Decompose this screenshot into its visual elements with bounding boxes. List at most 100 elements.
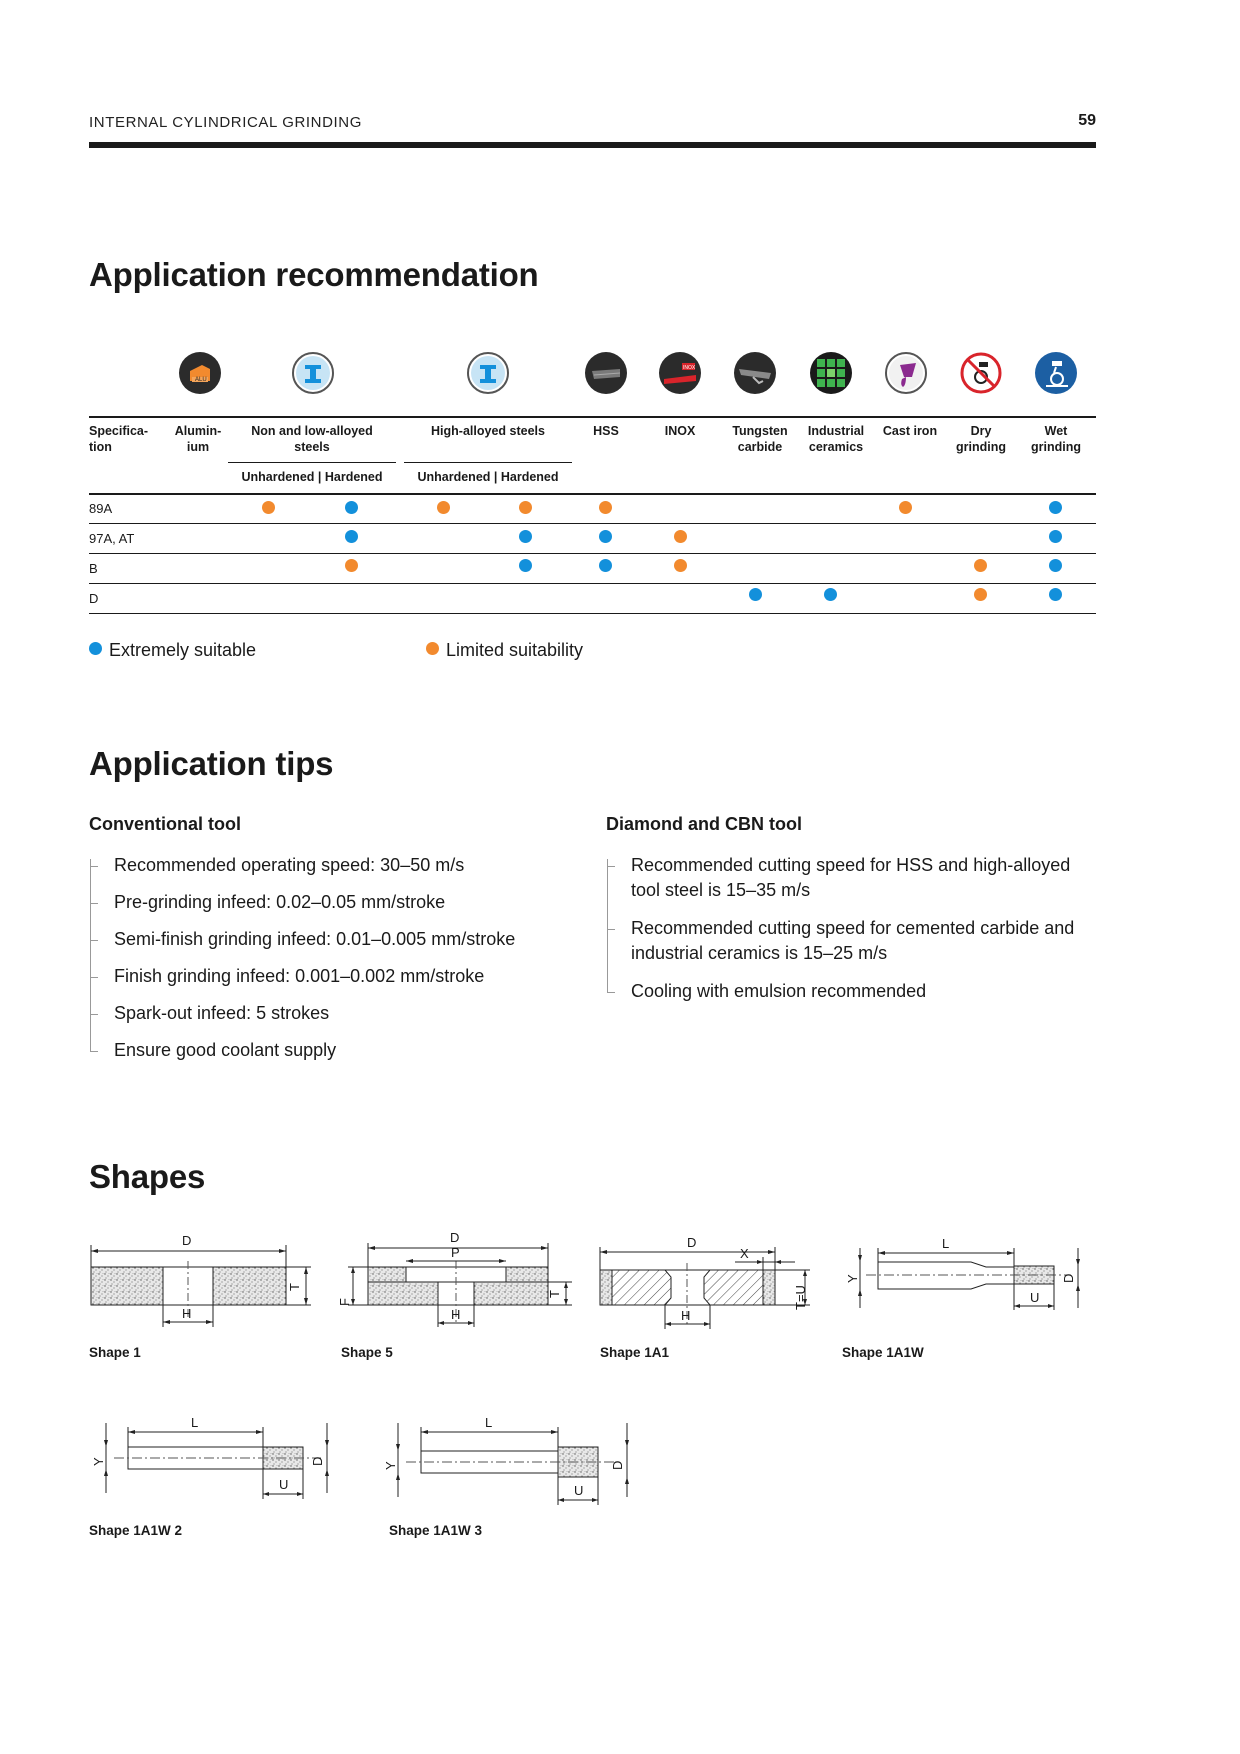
list-item: Recommended cutting speed for cemented c… bbox=[607, 916, 1102, 966]
svg-text:L: L bbox=[485, 1415, 492, 1430]
svg-text:D: D bbox=[1061, 1274, 1076, 1283]
svg-text:T: T bbox=[547, 1290, 562, 1298]
hss-icon bbox=[584, 351, 628, 395]
suitability-dot-blue bbox=[748, 587, 762, 601]
suitability-dot-orange bbox=[973, 558, 987, 572]
shape-1a1-label: Shape 1A1 bbox=[600, 1345, 670, 1360]
col-header-high-alloyed: High-alloyed steels bbox=[431, 424, 545, 438]
suitability-dot-orange bbox=[598, 500, 612, 514]
col-header-dry: Dry grinding bbox=[956, 424, 1006, 454]
application-title: Application recommendation bbox=[89, 256, 539, 293]
subheader-rule bbox=[404, 462, 572, 463]
svg-text:Y: Y bbox=[383, 1461, 398, 1470]
tungsten-carbide-icon bbox=[733, 351, 777, 395]
orange-dot-icon bbox=[426, 642, 439, 655]
suitability-dot-blue bbox=[1048, 558, 1062, 572]
svg-text:H: H bbox=[182, 1306, 191, 1321]
suitability-dot-blue bbox=[598, 558, 612, 572]
row-spec-d: D bbox=[89, 591, 99, 606]
svg-text:U: U bbox=[574, 1483, 583, 1498]
svg-text:F: F bbox=[337, 1298, 352, 1306]
svg-text:T=U: T=U bbox=[793, 1285, 808, 1310]
svg-text:X: X bbox=[740, 1246, 749, 1261]
conventional-list: Recommended operating speed: 30–50 m/s P… bbox=[89, 853, 589, 1063]
subheader-rule bbox=[228, 462, 396, 463]
row-rule bbox=[89, 583, 1096, 584]
suitability-dot-orange bbox=[973, 587, 987, 601]
suitability-dot-blue bbox=[1048, 529, 1062, 543]
shape-1a1w-diagram: L Y D U bbox=[845, 1236, 1080, 1310]
steel-beam-icon bbox=[291, 351, 335, 395]
shape-1-label: Shape 1 bbox=[89, 1345, 141, 1360]
svg-text:L: L bbox=[191, 1415, 198, 1430]
col-header-wet: Wet grinding bbox=[1031, 424, 1081, 454]
svg-text:H: H bbox=[451, 1307, 460, 1322]
svg-text:Y: Y bbox=[91, 1457, 106, 1466]
shape-1a1w-label: Shape 1A1W bbox=[842, 1345, 924, 1360]
svg-text:T: T bbox=[287, 1283, 302, 1291]
list-item: Recommended cutting speed for HSS and hi… bbox=[607, 853, 1102, 903]
col-header-cast-iron: Cast iron bbox=[882, 424, 938, 438]
svg-text:D: D bbox=[687, 1235, 696, 1250]
col-header-spec: Specifica- tion bbox=[89, 424, 149, 454]
shape-1a1w-2-diagram: L Y D U bbox=[91, 1415, 329, 1499]
suitability-dot-orange bbox=[518, 500, 532, 514]
row-rule bbox=[89, 523, 1096, 524]
suitability-dot-orange bbox=[436, 500, 450, 514]
shape-1a1w-3-label: Shape 1A1W 3 bbox=[389, 1523, 483, 1538]
suitability-dot-orange bbox=[898, 500, 912, 514]
shapes-title: Shapes bbox=[89, 1158, 206, 1195]
steel-beam-icon bbox=[466, 351, 510, 395]
row-rule bbox=[89, 553, 1096, 554]
svg-text:D: D bbox=[182, 1233, 191, 1248]
aluminium-icon: ALU bbox=[178, 351, 222, 395]
col-header-low-alloyed: Non and low-alloyed steels bbox=[251, 424, 373, 454]
suitability-dot-blue bbox=[1048, 500, 1062, 514]
col-header-tungsten: Tungsten carbide bbox=[732, 424, 788, 454]
list-item: Spark-out infeed: 5 strokes bbox=[90, 1001, 589, 1026]
row-spec-89a: 89A bbox=[89, 501, 113, 516]
blue-dot-icon bbox=[89, 642, 102, 655]
table-top-rule bbox=[89, 416, 1096, 418]
svg-text:L: L bbox=[942, 1236, 949, 1251]
col-header-aluminium: Alumin- ium bbox=[174, 424, 222, 454]
suitability-dot-orange bbox=[673, 529, 687, 543]
svg-text:U: U bbox=[279, 1477, 288, 1492]
shape-1a1w-2-label: Shape 1A1W 2 bbox=[89, 1523, 183, 1538]
suitability-dot-blue bbox=[598, 529, 612, 543]
svg-text:INOX: INOX bbox=[683, 365, 696, 371]
svg-text:H: H bbox=[681, 1308, 690, 1323]
conventional-heading: Conventional tool bbox=[89, 814, 241, 834]
svg-text:P: P bbox=[451, 1245, 460, 1260]
col-header-ceramics: Industrial ceramics bbox=[807, 424, 865, 454]
col-header-hss: HSS bbox=[593, 424, 619, 438]
row-spec-b: B bbox=[89, 561, 98, 576]
suitability-dot-orange bbox=[261, 500, 275, 514]
table-header-rule bbox=[89, 493, 1096, 495]
conventional-tool-tips: Conventional tool Recommended operating … bbox=[89, 814, 589, 1075]
list-item: Pre-grinding infeed: 0.02–0.05 mm/stroke bbox=[90, 890, 589, 915]
header-rule bbox=[89, 142, 1096, 148]
list-item: Semi-finish grinding infeed: 0.01–0.005 … bbox=[90, 927, 589, 952]
page-number: 59 bbox=[1078, 112, 1096, 129]
page-header: INTERNAL CYLINDRICAL GRINDING 59 bbox=[89, 112, 1096, 148]
svg-text:D: D bbox=[310, 1457, 325, 1466]
running-title: INTERNAL CYLINDRICAL GRINDING bbox=[89, 114, 362, 131]
suitability-dot-blue bbox=[518, 558, 532, 572]
diamond-heading: Diamond and CBN tool bbox=[606, 814, 802, 834]
legend-extremely-suitable: Extremely suitable bbox=[89, 640, 256, 661]
svg-text:U: U bbox=[1030, 1290, 1039, 1305]
ceramics-icon bbox=[809, 351, 853, 395]
list-item: Finish grinding infeed: 0.001–0.002 mm/s… bbox=[90, 964, 589, 989]
suitability-dot-orange bbox=[344, 558, 358, 572]
shape-1a1-diagram: D X T=U H bbox=[599, 1235, 810, 1329]
suitability-dot-blue bbox=[344, 529, 358, 543]
list-item: Ensure good coolant supply bbox=[90, 1038, 589, 1063]
list-item: Recommended operating speed: 30–50 m/s bbox=[90, 853, 589, 878]
svg-text:D: D bbox=[610, 1461, 625, 1470]
row-rule bbox=[89, 613, 1096, 614]
row-spec-97a: 97A, AT bbox=[89, 531, 135, 546]
suitability-dot-orange bbox=[673, 558, 687, 572]
svg-text:Y: Y bbox=[845, 1274, 860, 1283]
shape-1-diagram: D T H bbox=[90, 1233, 311, 1327]
